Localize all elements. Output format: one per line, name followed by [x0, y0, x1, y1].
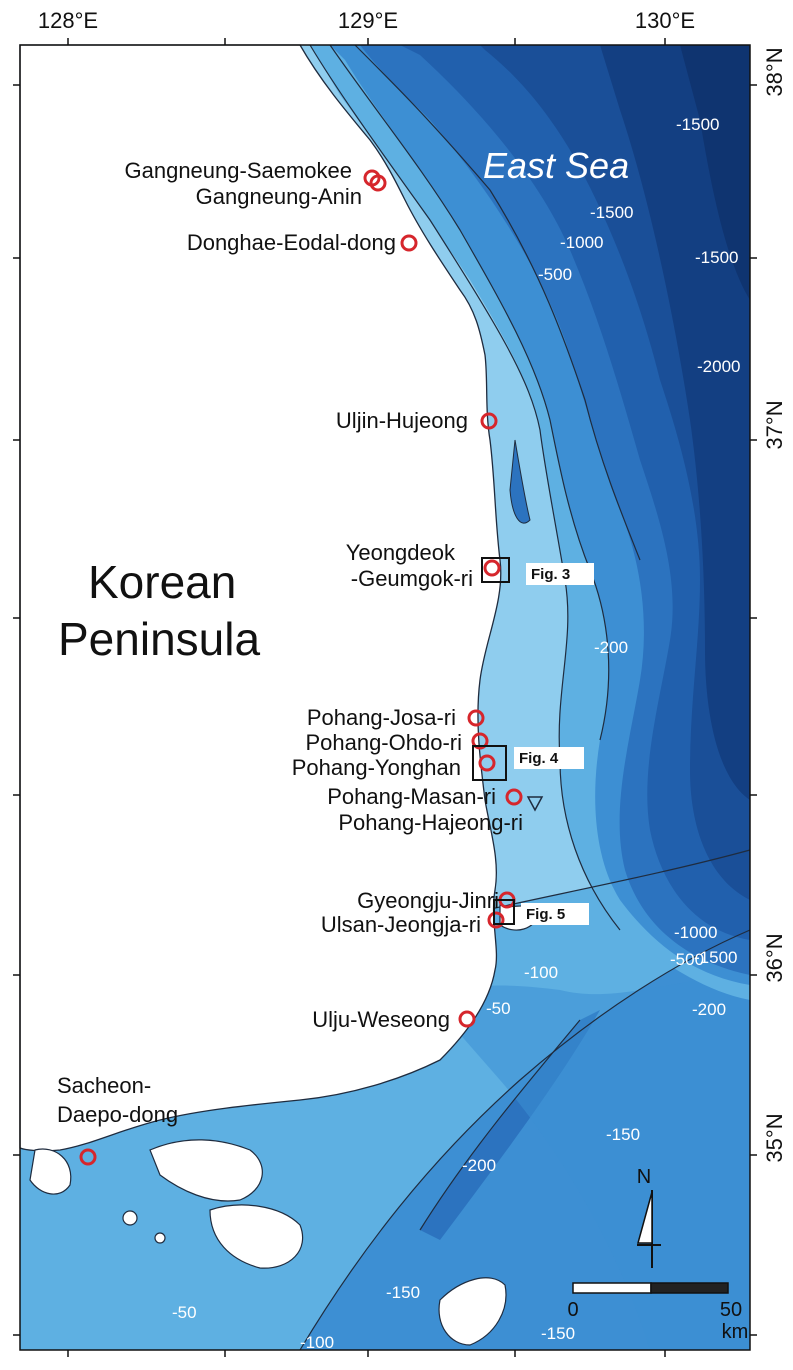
site-marker [483, 559, 501, 577]
site-marker [505, 788, 523, 806]
map-frame [19, 44, 751, 1351]
scale-end-label: 50 [720, 1299, 742, 1321]
longitude-label-130: 130°E [635, 8, 695, 33]
site-label: Pohang-Hajeong-ri [338, 810, 523, 835]
site-marker [467, 709, 485, 727]
site-label: Pohang-Ohdo-ri [305, 730, 462, 755]
site-label: Yeongdeok [346, 540, 456, 565]
scale-start-label: 0 [567, 1299, 578, 1321]
depth-label: -200 [692, 1000, 726, 1019]
depth-label: -200 [462, 1156, 496, 1175]
site-label: Pohang-Masan-ri [327, 784, 496, 809]
longitude-label-128: 128°E [38, 8, 98, 33]
depth-label: -500 [670, 950, 704, 969]
depth-label: -1500 [676, 115, 719, 134]
site-label: Gangneung-Anin [196, 184, 362, 209]
site-label: Ulju-Weseong [312, 1007, 450, 1032]
latitude-label-37: 37°N [762, 400, 787, 449]
land-korean-peninsula [19, 44, 541, 1346]
figure-box-fig5: Fig. 5 [493, 899, 589, 925]
site-label: Pohang-Yonghan [292, 755, 461, 780]
region-label-line2: Peninsula [58, 613, 260, 665]
site-label: Pohang-Josa-ri [307, 705, 456, 730]
site-marker [79, 1148, 97, 1166]
depth-label: -1500 [695, 248, 738, 267]
depth-label: -200 [594, 638, 628, 657]
north-label: N [637, 1166, 651, 1188]
latitude-label-35: 35°N [762, 1113, 787, 1162]
site-marker [471, 732, 489, 750]
depth-label: -1500 [694, 948, 737, 967]
depth-label: -100 [524, 963, 558, 982]
depth-label: -1000 [560, 233, 603, 252]
depth-label: -50 [486, 999, 511, 1018]
region-label-line1: Korean [88, 556, 236, 608]
depth-label: -50 [172, 1303, 197, 1322]
latitude-label-36: 36°N [762, 933, 787, 982]
depth-labels: -1500 -1500 -1000 -500 -1500 -2000 -200 … [172, 115, 740, 1352]
site-label: Sacheon- [57, 1073, 151, 1098]
sea-label: East Sea [483, 145, 629, 186]
fig-label: Fig. 5 [526, 906, 565, 923]
site-marker [369, 174, 387, 192]
figure-box-fig3: Fig. 3 [481, 557, 594, 585]
site-label: Gyeongju-Jinri [357, 888, 499, 913]
site-label: Gangneung-Saemokee [125, 158, 353, 183]
site-label: -Geumgok-ri [351, 566, 473, 591]
depth-label: -150 [606, 1125, 640, 1144]
frame-ticks [13, 38, 757, 1357]
longitude-label-129: 129°E [338, 8, 398, 33]
site-label: Uljin-Hujeong [336, 408, 468, 433]
depth-label: -1500 [590, 203, 633, 222]
scale-bar: 0 50 km [567, 1282, 749, 1343]
fig-label: Fig. 3 [531, 566, 570, 583]
depth-label: -100 [300, 1333, 334, 1352]
site-marker [487, 911, 505, 929]
depth-label: -500 [538, 265, 572, 284]
site-labels: Gangneung-Saemokee Gangneung-Anin Dongha… [57, 158, 523, 1127]
site-label: Ulsan-Jeongja-ri [321, 912, 481, 937]
site-label: Daepo-dong [57, 1102, 178, 1127]
figure-box-fig4: Fig. 4 [472, 745, 584, 781]
depth-label: -150 [541, 1324, 575, 1343]
depth-label: -2000 [697, 357, 740, 376]
scale-unit-label: km [722, 1321, 749, 1343]
site-marker-triangle [526, 796, 544, 812]
site-markers [79, 169, 544, 1166]
site-marker [480, 412, 498, 430]
latitude-label-38: 38°N [762, 47, 787, 96]
depth-label: -150 [386, 1283, 420, 1302]
site-marker [400, 234, 418, 252]
depth-label: -1000 [674, 923, 717, 942]
fig-label: Fig. 4 [519, 750, 559, 767]
site-marker [458, 1010, 476, 1028]
site-label: Donghae-Eodal-dong [187, 230, 396, 255]
site-marker [478, 754, 496, 772]
north-arrow-icon: N [637, 1166, 661, 1268]
